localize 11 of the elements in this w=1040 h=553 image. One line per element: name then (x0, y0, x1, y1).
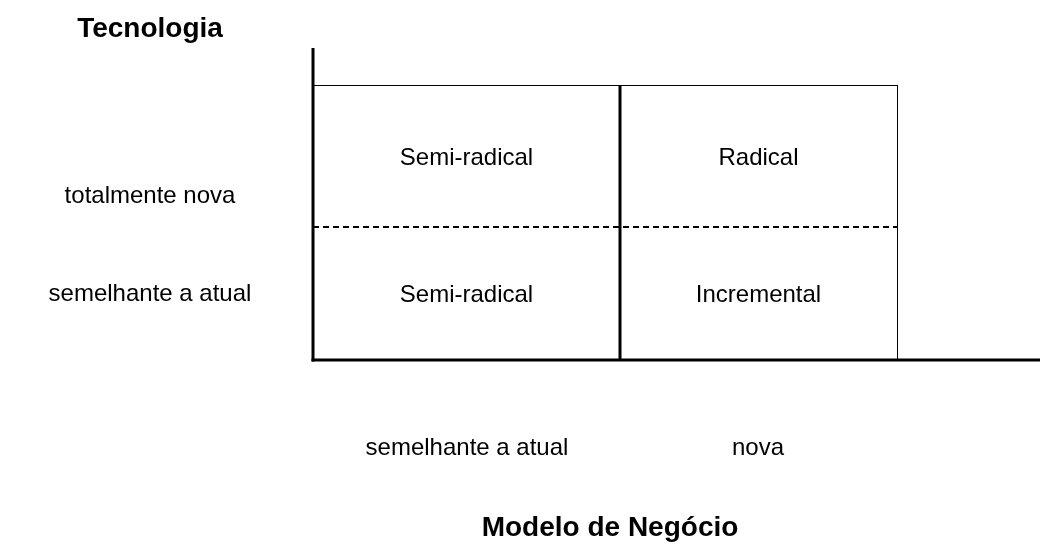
axis-title: Modelo de Negócio (481, 511, 739, 543)
axis-title: Tecnologia (77, 12, 223, 44)
cell-text: Semi-radical (399, 279, 534, 308)
cell-text: Incremental (695, 279, 822, 308)
cell-text: Semi-radical (399, 142, 534, 171)
axis-value-label: semelhante a atual (365, 433, 569, 461)
quadrant-cell (620, 85, 898, 227)
axis-value-label: totalmente nova (64, 181, 236, 209)
axis-value-label: semelhante a atual (48, 279, 252, 307)
axis-value-label: nova (732, 433, 784, 461)
cell-text: Radical (718, 142, 799, 171)
